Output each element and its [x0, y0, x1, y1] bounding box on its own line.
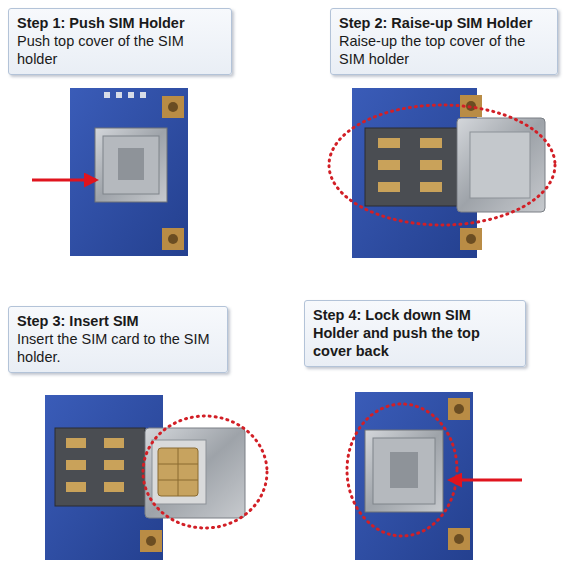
step-callout-box: Step 2: Raise-up SIM HolderRaise-up the …	[330, 8, 558, 75]
step-heading: Step 4: Lock down SIM Holder and push th…	[313, 306, 517, 360]
pcb-photo	[45, 395, 267, 560]
step-heading: Step 2: Raise-up SIM Holder	[339, 14, 549, 32]
step-callout-box: Step 4: Lock down SIM Holder and push th…	[304, 300, 526, 367]
step-callout-box: Step 3: Insert SIMInsert the SIM card to…	[8, 306, 228, 373]
pcb-photo	[32, 88, 188, 256]
step-instruction: Raise-up the top cover of the SIM holder	[339, 32, 549, 68]
step-heading: Step 3: Insert SIM	[17, 312, 219, 330]
step-heading: Step 1: Push SIM Holder	[17, 14, 223, 32]
pcb-photo	[329, 88, 555, 258]
step-instruction: Push top cover of the SIM holder	[17, 32, 223, 68]
step-callout-box: Step 1: Push SIM HolderPush top cover of…	[8, 8, 232, 75]
pcb-photo	[347, 392, 522, 560]
step-instruction: Insert the SIM card to the SIM holder.	[17, 330, 219, 366]
